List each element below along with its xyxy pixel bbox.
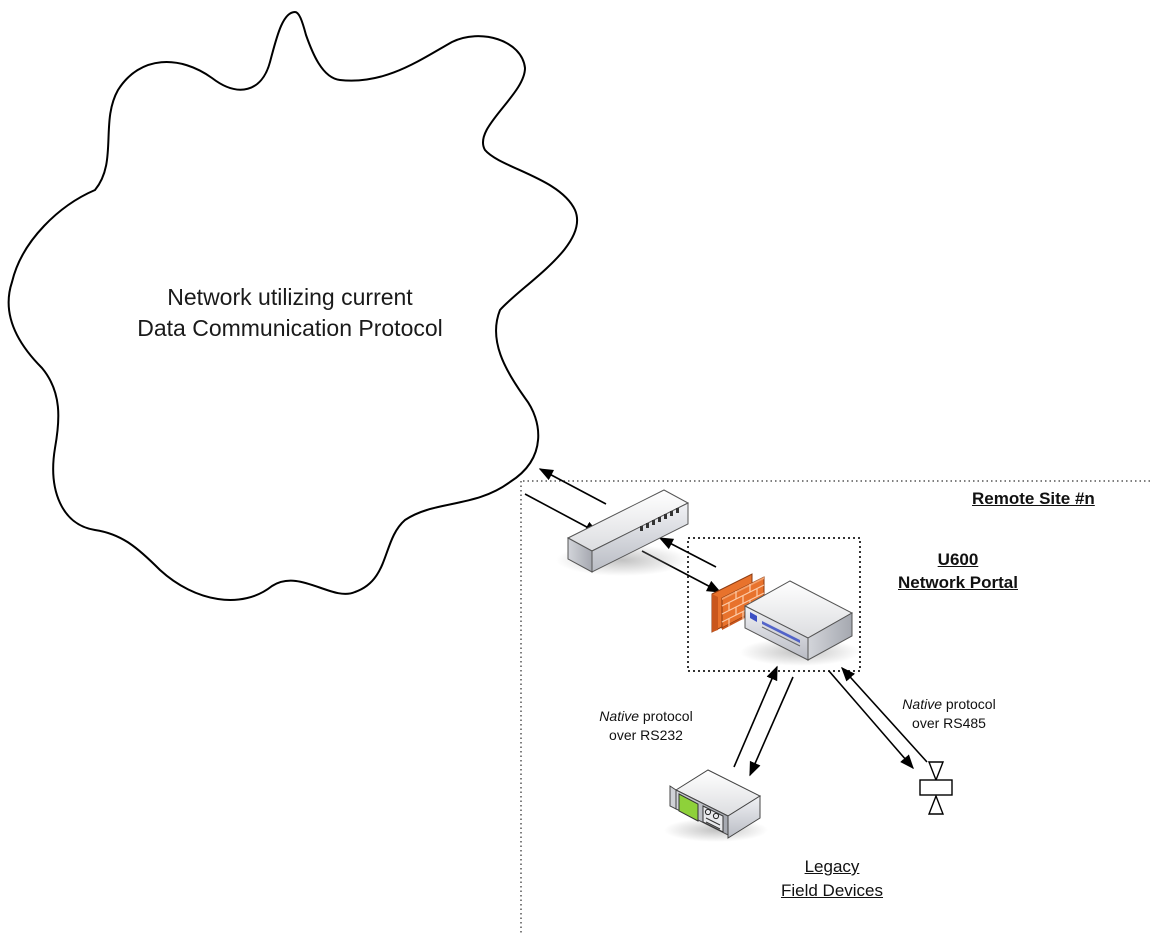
portal-label-line1: U600 <box>937 550 979 569</box>
network-cloud <box>7 10 579 601</box>
rs232-protocol-line1: Native protocol <box>581 707 711 726</box>
portal-label-line2: Network Portal <box>898 573 1018 592</box>
rs232-native-word: Native <box>599 708 639 724</box>
arrow-firewall-to-switch <box>658 537 717 568</box>
arrow-cloud-to-switch <box>524 493 600 534</box>
arrow-portal-to-valve-rs485 <box>828 670 914 770</box>
field-meter-icon <box>664 769 768 842</box>
rs232-protocol-line2: over RS232 <box>609 727 683 743</box>
cloud-label: Network utilizing current Data Communica… <box>110 282 470 344</box>
cloud-label-line2: Data Communication Protocol <box>137 315 443 341</box>
arrow-valve-to-portal-rs485 <box>841 666 928 763</box>
rs485-protocol-word: protocol <box>941 696 996 712</box>
arrow-device-to-portal-rs232 <box>733 665 778 768</box>
remote-site-title: Remote Site #n <box>972 489 1095 508</box>
rs485-protocol-label: Native protocol over RS485 <box>884 695 1014 733</box>
legacy-label-line2: Field Devices <box>780 881 884 900</box>
legacy-label-line1: Legacy <box>804 857 860 876</box>
arrow-switch-to-cloud <box>538 468 607 505</box>
rs485-native-word: Native <box>902 696 942 712</box>
rs485-protocol-line2: over RS485 <box>912 715 986 731</box>
cloud-label-line1: Network utilizing current <box>167 284 413 310</box>
portal-label: U600 Network Portal <box>868 548 1048 594</box>
u600-device-icon <box>740 580 860 666</box>
rs485-protocol-line1: Native protocol <box>884 695 1014 714</box>
rs232-protocol-label: Native protocol over RS232 <box>581 707 711 745</box>
valve-icon <box>919 761 953 815</box>
arrow-portal-to-device-rs232 <box>749 676 794 777</box>
network-switch-icon <box>556 489 690 576</box>
legacy-devices-label: Legacy Field Devices <box>742 855 922 903</box>
rs232-protocol-word: protocol <box>638 708 693 724</box>
